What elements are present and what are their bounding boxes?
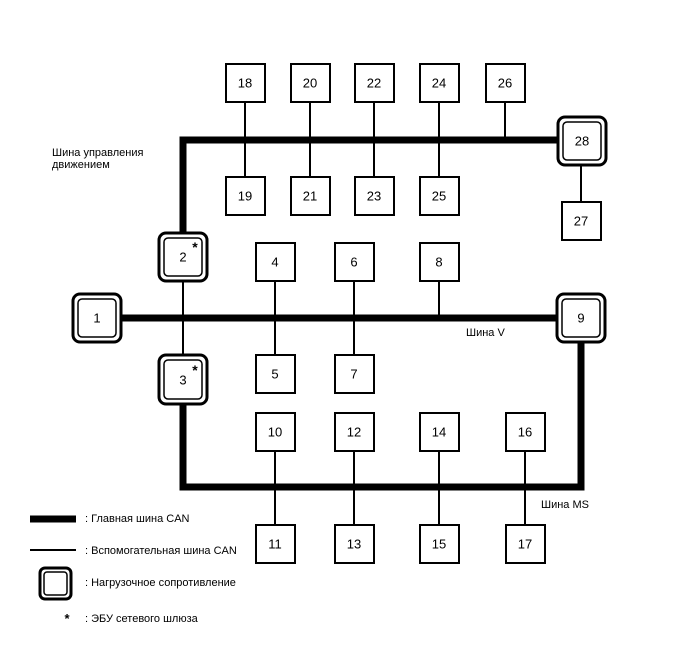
node-3-gateway-marker: *: [192, 362, 198, 378]
node-19-label: 19: [238, 189, 252, 204]
node-20: 20: [290, 63, 331, 103]
node-24: 24: [419, 63, 460, 103]
node-3-label: 3: [179, 373, 186, 388]
node-27: 27: [561, 201, 602, 241]
node-13-label: 13: [347, 537, 361, 552]
aux-stubs: [182, 102, 582, 525]
node-5: 5: [255, 354, 296, 394]
node-28-label: 28: [575, 134, 589, 149]
node-9: 9: [555, 292, 607, 344]
node-18-label: 18: [238, 76, 252, 91]
node-12: 12: [334, 412, 375, 452]
legend-terminator-swatch: [38, 566, 73, 601]
node-15-label: 15: [432, 537, 446, 552]
ms-bus-label: Шина MS: [541, 499, 589, 511]
node-8-label: 8: [435, 255, 442, 270]
node-5-label: 5: [271, 367, 278, 382]
node-2-gateway: 2 *: [157, 231, 209, 283]
node-3-gateway: 3 *: [157, 353, 209, 406]
node-6: 6: [334, 242, 375, 282]
main-buses: [122, 136, 585, 491]
node-24-label: 24: [432, 76, 446, 91]
node-25: 25: [419, 176, 460, 216]
node-7: 7: [334, 354, 375, 394]
v-bus-label: Шина V: [466, 327, 505, 339]
node-2-gateway-marker: *: [192, 239, 198, 255]
node-14: 14: [419, 412, 460, 452]
legend-aux-bus-text: : Вспомогательная шина CAN: [85, 545, 237, 557]
legend-gateway-text: : ЭБУ сетевого шлюза: [85, 613, 199, 625]
node-4: 4: [255, 242, 296, 282]
node-14-label: 14: [432, 425, 446, 440]
node-15: 15: [419, 524, 460, 564]
plain-nodes: 18 20 22 24 26 19 21 23 25 27 4 6 8 5 7 …: [225, 63, 602, 564]
node-16-label: 16: [518, 425, 532, 440]
legend: : Главная шина CAN : Вспомогательная шин…: [30, 513, 237, 626]
node-11: 11: [255, 524, 296, 564]
node-26-label: 26: [498, 76, 512, 91]
node-10-label: 10: [268, 425, 282, 440]
node-28: 28: [556, 115, 608, 167]
node-17: 17: [505, 524, 546, 564]
ms-bus: [179, 343, 585, 491]
node-23: 23: [354, 176, 395, 216]
node-16: 16: [505, 412, 546, 452]
node-10: 10: [255, 412, 296, 452]
legend-gateway-symbol: *: [64, 611, 70, 626]
node-21: 21: [290, 176, 331, 216]
node-11-label: 11: [268, 537, 282, 552]
node-13: 13: [334, 524, 375, 564]
node-9-label: 9: [577, 311, 584, 326]
drive-bus-label-line1: Шина управления: [52, 147, 144, 159]
node-7-label: 7: [350, 367, 357, 382]
drive-control-bus: [179, 136, 560, 233]
node-25-label: 25: [432, 189, 446, 204]
node-23-label: 23: [367, 189, 381, 204]
node-26: 26: [485, 63, 526, 103]
node-4-label: 4: [271, 255, 278, 270]
node-2-label: 2: [179, 250, 186, 265]
node-20-label: 20: [303, 76, 317, 91]
legend-main-bus-text: : Главная шина CAN: [85, 513, 190, 525]
node-12-label: 12: [347, 425, 361, 440]
node-21-label: 21: [303, 189, 317, 204]
node-22-label: 22: [367, 76, 381, 91]
node-18: 18: [225, 63, 266, 103]
node-22: 22: [354, 63, 395, 103]
node-27-label: 27: [574, 214, 588, 229]
node-1-label: 1: [93, 311, 100, 326]
node-17-label: 17: [518, 537, 532, 552]
node-1: 1: [71, 292, 123, 344]
legend-terminator-text: : Нагрузочное сопротивление: [85, 577, 236, 589]
node-8: 8: [419, 242, 460, 282]
node-6-label: 6: [350, 255, 357, 270]
drive-bus-label-line2: движением: [52, 159, 110, 171]
node-19: 19: [225, 176, 266, 216]
